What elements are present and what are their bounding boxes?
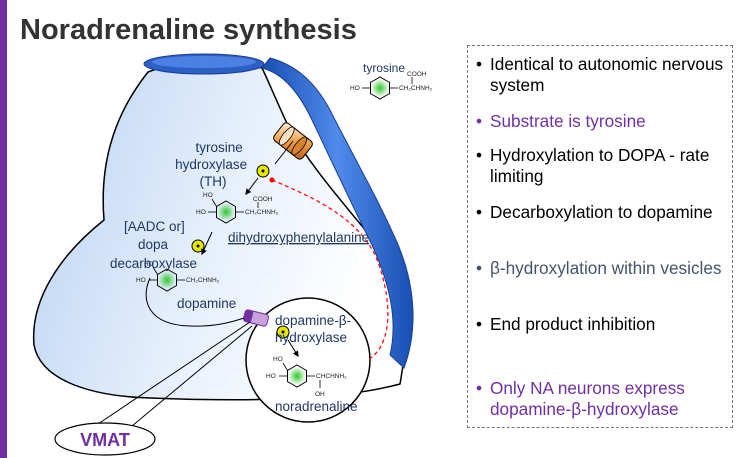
point-6: • End product inhibition xyxy=(476,314,726,335)
bullet-icon: • xyxy=(476,111,483,131)
vesicle xyxy=(245,297,371,423)
noradrenaline-structure: HO HO CHCHNH₂ OH xyxy=(266,356,347,398)
bullet-icon: • xyxy=(476,145,483,165)
point-7: • Only NA neurons express dopamine-β-hyd… xyxy=(476,378,726,420)
slide-title: Noradrenaline synthesis xyxy=(20,14,357,46)
chem-ho-7: HO xyxy=(273,356,283,363)
label-dopa: dihydroxyphenylalanine xyxy=(228,230,369,245)
feedback-inhibition-line xyxy=(271,179,389,361)
chem-ho-3: HO xyxy=(203,192,213,199)
point-text: Decarboxylation to dopamine xyxy=(490,202,713,222)
point-2: • Substrate is tyrosine xyxy=(476,111,726,132)
label-enzyme-th: tyrosine hydroxylase (TH) xyxy=(175,140,251,189)
chem-ho-4: HO xyxy=(136,277,146,284)
point-3: • Hydroxylation to DOPA - rate limiting xyxy=(476,145,726,187)
chem-ho-5: HO xyxy=(144,261,154,268)
dopamine-structure: HO HO CH₂CHNH₂ xyxy=(136,261,220,292)
bullet-icon: • xyxy=(476,202,483,222)
point-text: β-hydroxylation within vesicles xyxy=(490,258,722,278)
chem-cooh: COOH xyxy=(407,71,427,78)
chem-side-na: CHCHNH₂ xyxy=(316,373,347,380)
chem-side-da: CH₂CHNH₂ xyxy=(186,277,220,284)
key-points-panel: • Identical to autonomic nervous system … xyxy=(467,45,733,428)
label-enzyme-aadc: [AADC or] dopa decarboxylase xyxy=(110,219,197,271)
chem-side-dopa: CH₂CHNH₂ xyxy=(245,209,279,216)
bullet-icon: • xyxy=(476,314,483,334)
point-1: • Identical to autonomic nervous system xyxy=(476,54,726,96)
chem-ho-6: HO xyxy=(266,373,276,380)
dopa-structure: HO HO CH₂CHNH₂ COOH xyxy=(196,192,279,224)
vmat-callout xyxy=(54,422,156,456)
chem-cooh-2: COOH xyxy=(253,196,273,203)
bullet-icon: • xyxy=(476,378,483,398)
label-enzyme-dbh: dopamine-β- hydroxylase xyxy=(275,313,355,345)
enzyme-marker-th xyxy=(256,164,270,178)
chem-ho: HO xyxy=(350,85,360,92)
chem-ho-2: HO xyxy=(196,209,206,216)
bullet-icon: • xyxy=(476,54,483,74)
point-text: Only NA neurons express dopamine-β-hydro… xyxy=(490,378,685,419)
chem-side-tyr: CH₂CHNH₂ xyxy=(399,85,433,92)
point-text: Identical to autonomic nervous system xyxy=(490,54,724,95)
point-5: • β-hydroxylation within vesicles xyxy=(476,258,726,279)
label-noradrenaline: noradrenaline xyxy=(275,399,358,414)
point-4: • Decarboxylation to dopamine xyxy=(476,202,726,223)
blue-membrane-channel xyxy=(261,57,414,369)
chem-oh: OH xyxy=(315,391,325,398)
point-text: End product inhibition xyxy=(490,314,656,334)
enzyme-marker-dbh xyxy=(276,325,290,339)
bullet-icon: • xyxy=(476,258,483,278)
label-dopamine: dopamine xyxy=(177,296,236,311)
label-vmat: VMAT xyxy=(80,430,130,450)
tyrosine-structure: HO CH₂CHNH₂ COOH xyxy=(350,71,433,100)
accent-bar xyxy=(0,0,7,458)
label-tyrosine: tyrosine xyxy=(363,61,405,75)
point-text: Hydroxylation to DOPA - rate limiting xyxy=(490,145,710,186)
point-text: Substrate is tyrosine xyxy=(490,111,646,131)
enzyme-marker-aadc xyxy=(191,239,205,253)
